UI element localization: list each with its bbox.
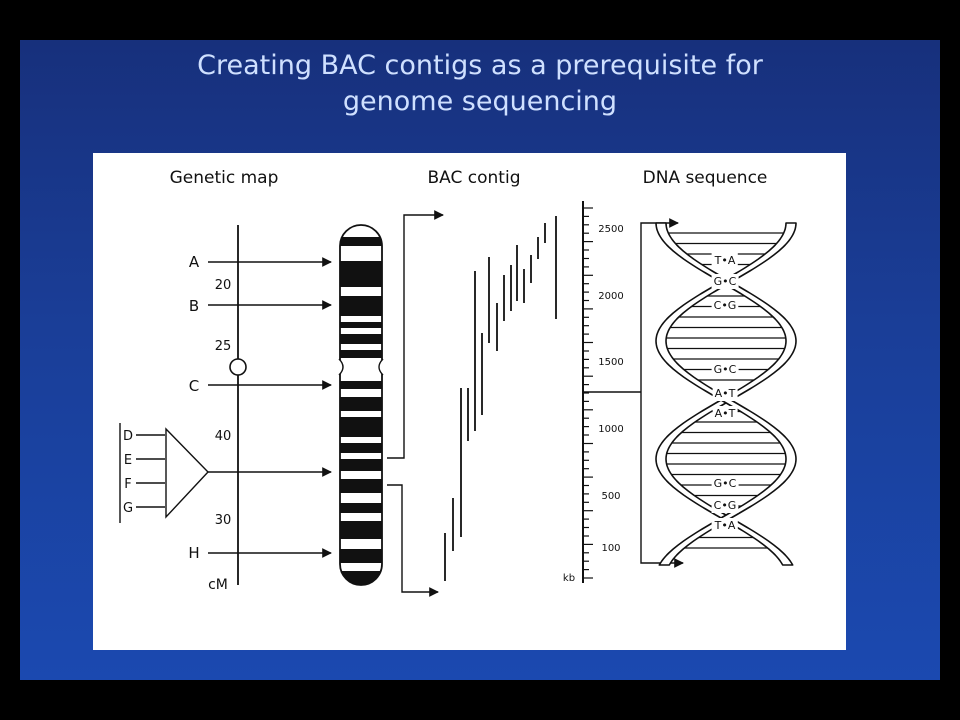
diagram-panel: Genetic map BAC contig DNA sequence A B … [93, 153, 846, 650]
kb-unit-label: kb [563, 573, 575, 584]
base-pair-label: T•A [714, 519, 736, 532]
cluster-label-d: D [123, 429, 133, 444]
chromosome-to-contig-arrows [387, 210, 444, 597]
dna-strand [655, 222, 797, 566]
slide-title-line-1: Creating BAC contigs as a prerequisite f… [197, 50, 763, 81]
kb-tick-label-2500: 2500 [598, 224, 623, 235]
base-pair-label-bg [711, 498, 739, 513]
base-pair-label-bg [712, 386, 738, 401]
distance-label-20: 20 [215, 278, 232, 293]
base-pair-label-bg [712, 406, 738, 421]
base-pair-label: T•A [714, 254, 736, 267]
base-pair-label: G•C [714, 477, 737, 490]
cluster-label-g: G [123, 501, 133, 516]
unit-label-cm: cM [208, 577, 228, 593]
distance-label-30: 30 [215, 513, 232, 528]
helix-lower-arrow [640, 392, 684, 568]
kb-tick-label-1500: 1500 [598, 357, 623, 368]
upper-zoom-arrow [387, 210, 444, 459]
marker-label-c: C [189, 377, 199, 395]
base-pair-label: A•T [715, 387, 736, 400]
cluster-label-f: F [124, 477, 131, 492]
base-pair-label: A•T [715, 407, 736, 420]
dna-strand [655, 222, 797, 566]
base-pair-label-bg [711, 253, 738, 268]
base-pair-label-bg [711, 274, 739, 289]
genetic-map [119, 225, 332, 585]
cluster-funnel [165, 427, 209, 519]
kb-scale [582, 201, 593, 583]
header-genetic-map: Genetic map [170, 168, 279, 188]
base-pair-label-bg [711, 362, 739, 377]
header-bac-contig: BAC contig [428, 168, 521, 188]
base-pair-label: C•G [714, 299, 737, 312]
base-pair-label: G•C [714, 275, 737, 288]
distance-label-25: 25 [215, 339, 232, 354]
kb-tick-label-500: 500 [601, 491, 620, 502]
marker-label-a: A [189, 253, 200, 271]
diagram-svg: Genetic map BAC contig DNA sequence A B … [119, 168, 797, 597]
marker-label-h: H [188, 544, 199, 562]
distance-label-40: 40 [215, 429, 232, 444]
marker-label-b: B [189, 297, 199, 315]
scale-to-helix-arrows [583, 218, 684, 568]
kb-tick-label-2000: 2000 [598, 291, 623, 302]
base-pair-label: G•C [714, 363, 737, 376]
kb-tick-label-100: 100 [601, 543, 620, 554]
cluster-label-e: E [124, 453, 132, 468]
header-dna-sequence: DNA sequence [643, 168, 768, 188]
kb-tick-label-1000: 1000 [598, 424, 623, 435]
base-pair-label-bg [711, 518, 738, 533]
slide-title-line-2: genome sequencing [342, 86, 618, 117]
base-pair-label: C•G [714, 499, 737, 512]
base-pair-label-bg [711, 298, 739, 313]
bac-contig-clones [444, 216, 557, 581]
base-pair-label-bg [711, 476, 739, 491]
chromosome [338, 224, 384, 586]
lower-zoom-arrow [387, 484, 439, 597]
centromere-marker [229, 358, 247, 376]
